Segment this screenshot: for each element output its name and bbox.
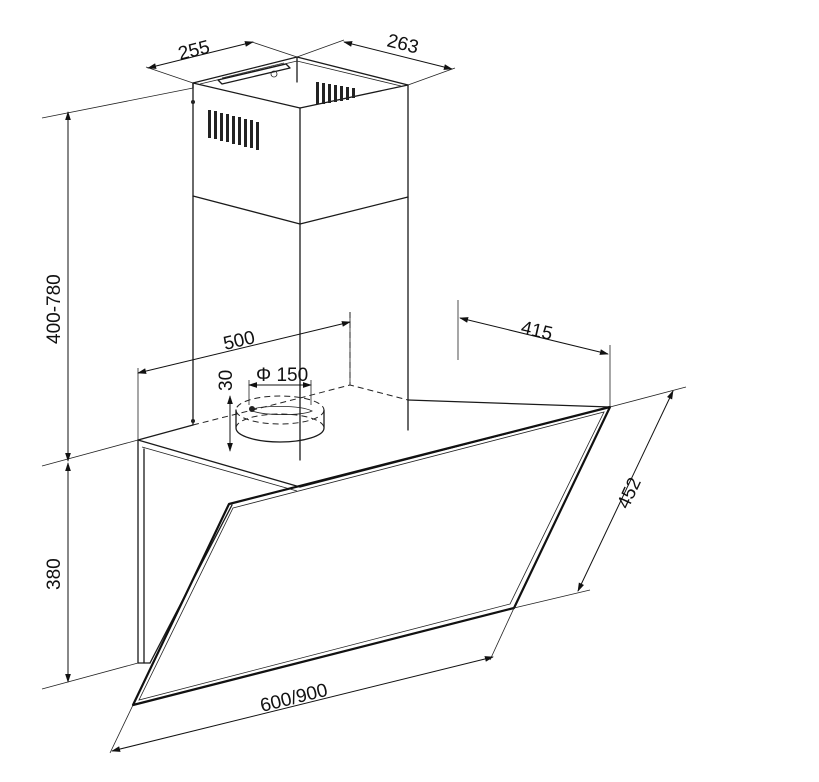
label-hood-depth: 415 — [519, 317, 555, 345]
chimney-top-back-edge — [296, 56, 409, 86]
screw-icon — [191, 419, 195, 423]
label-duct-diameter: Φ 150 — [256, 365, 308, 386]
chimney — [191, 56, 409, 461]
label-glass-height: 452 — [613, 475, 645, 513]
chimney-top-front-edge — [192, 82, 301, 109]
label-chimney-width: 255 — [176, 37, 212, 65]
vent-slots-right-icon — [316, 82, 355, 104]
dim-canopy-depth: 500 — [137, 312, 351, 440]
label-canopy-depth: 500 — [221, 327, 257, 355]
duct-collar — [235, 395, 325, 443]
label-chimney-height: 400-780 — [44, 274, 65, 344]
label-chimney-depth: 263 — [385, 30, 421, 58]
label-hood-height: 380 — [44, 558, 65, 590]
vent-slots-left-icon — [208, 110, 259, 150]
canopy-top-left — [137, 424, 194, 441]
dim-hood-depth: 415 — [457, 300, 611, 407]
collar-body — [235, 409, 325, 443]
label-hood-width: 600/900 — [258, 680, 330, 717]
canopy-top-back — [407, 399, 611, 408]
canopy-hidden-edges — [192, 384, 409, 426]
dim-hood-width: 600/900 — [109, 607, 515, 754]
label-collar-height: 30 — [216, 370, 237, 391]
dim-hood-height: 380 — [41, 462, 139, 690]
dim-duct-diameter: Φ 150 — [248, 365, 312, 405]
damper-flap-icon — [249, 405, 313, 416]
damper-hinge-icon — [249, 406, 255, 412]
glass-panel-inner — [138, 411, 605, 701]
glass-panel-outline — [131, 405, 612, 707]
collar-back-arc — [235, 413, 325, 429]
mounting-bracket-icon — [217, 62, 291, 85]
hood-canopy — [137, 384, 611, 664]
dim-collar-height: 30 — [216, 370, 237, 452]
canopy-front-edge — [137, 439, 301, 488]
dim-chimney-height: 400-780 — [41, 87, 194, 467]
canopy-front-edge-inner — [141, 446, 298, 492]
screw-icon — [191, 100, 195, 104]
glass-panel — [131, 405, 612, 707]
chimney-joint-line — [192, 195, 409, 225]
